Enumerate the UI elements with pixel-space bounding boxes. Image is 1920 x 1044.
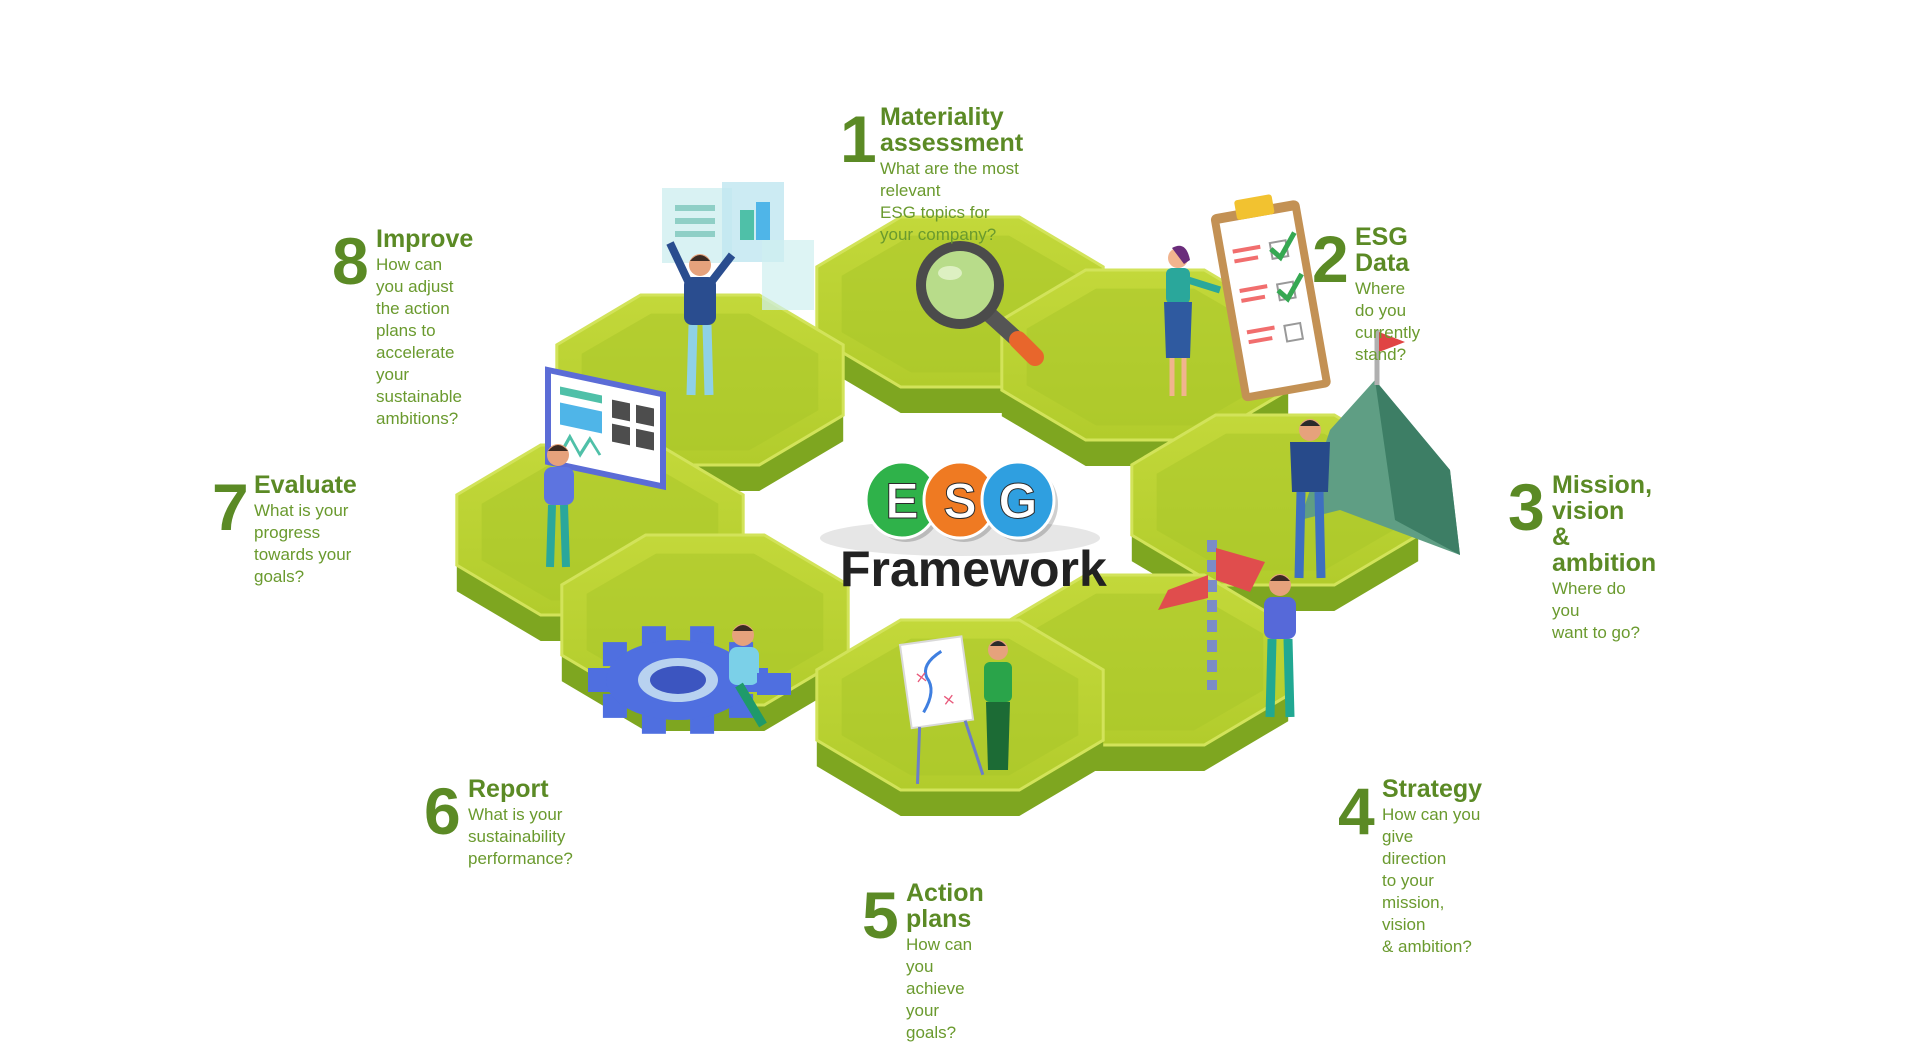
svg-text:S: S (943, 473, 976, 529)
esg-letter-s: S (922, 460, 1000, 542)
step-title: Strategy (1382, 775, 1483, 803)
clipboard-checklist-icon (1164, 194, 1331, 402)
esg-letter-g: G (980, 460, 1058, 542)
step-number: 8 (332, 224, 369, 298)
illustrations: × × (544, 182, 1460, 784)
magnifier-icon (916, 241, 1044, 366)
step-title: Materiality assessment (880, 103, 1024, 157)
step-number: 3 (1508, 470, 1545, 544)
step-title: Mission, vision & ambition (1552, 471, 1657, 577)
step-number: 1 (840, 102, 877, 176)
step-number: 4 (1338, 774, 1375, 848)
svg-text:×: × (913, 666, 929, 687)
step-title: Evaluate (254, 471, 357, 499)
esg-framework-diagram: × × (455, 182, 1460, 816)
step-description: How can you adjust the action plans to a… (376, 255, 463, 428)
svg-text:E: E (885, 473, 918, 529)
step-number: 5 (862, 878, 899, 952)
step-description: What are the most relevant ESG topics fo… (880, 159, 1019, 244)
esg-letter-e: E (864, 460, 942, 542)
step-description: How can you achieve your goals? (906, 935, 973, 1042)
step-number: 6 (424, 774, 461, 848)
svg-text:×: × (941, 689, 957, 710)
step-number: 2 (1312, 222, 1349, 296)
gear-laptop-icon (588, 624, 791, 734)
hexagon-tile-2 (1000, 268, 1290, 466)
mountain-flag-icon (1290, 330, 1460, 579)
step-title: Improve (376, 225, 474, 253)
step-description: How can you give direction to your missi… (1382, 805, 1481, 956)
data-screens-icon (662, 182, 814, 396)
signpost-icon (1158, 540, 1296, 718)
svg-text:G: G (999, 473, 1038, 529)
step-description: What is your progress towards your goals… (254, 501, 352, 586)
dashboard-board-icon (544, 366, 666, 568)
framework-title: Framework (840, 541, 1107, 597)
step-description: Where do you want to go? (1552, 579, 1640, 642)
step-title: Action plans (906, 879, 984, 933)
step-description: Where do you currently stand? (1355, 279, 1421, 364)
step-title: Report (468, 775, 549, 803)
step-description: What is your sustainability performance? (468, 805, 573, 868)
step-title: ESG Data (1355, 223, 1410, 277)
flipchart-icon: × × (898, 635, 1012, 784)
step-number: 7 (212, 470, 249, 544)
